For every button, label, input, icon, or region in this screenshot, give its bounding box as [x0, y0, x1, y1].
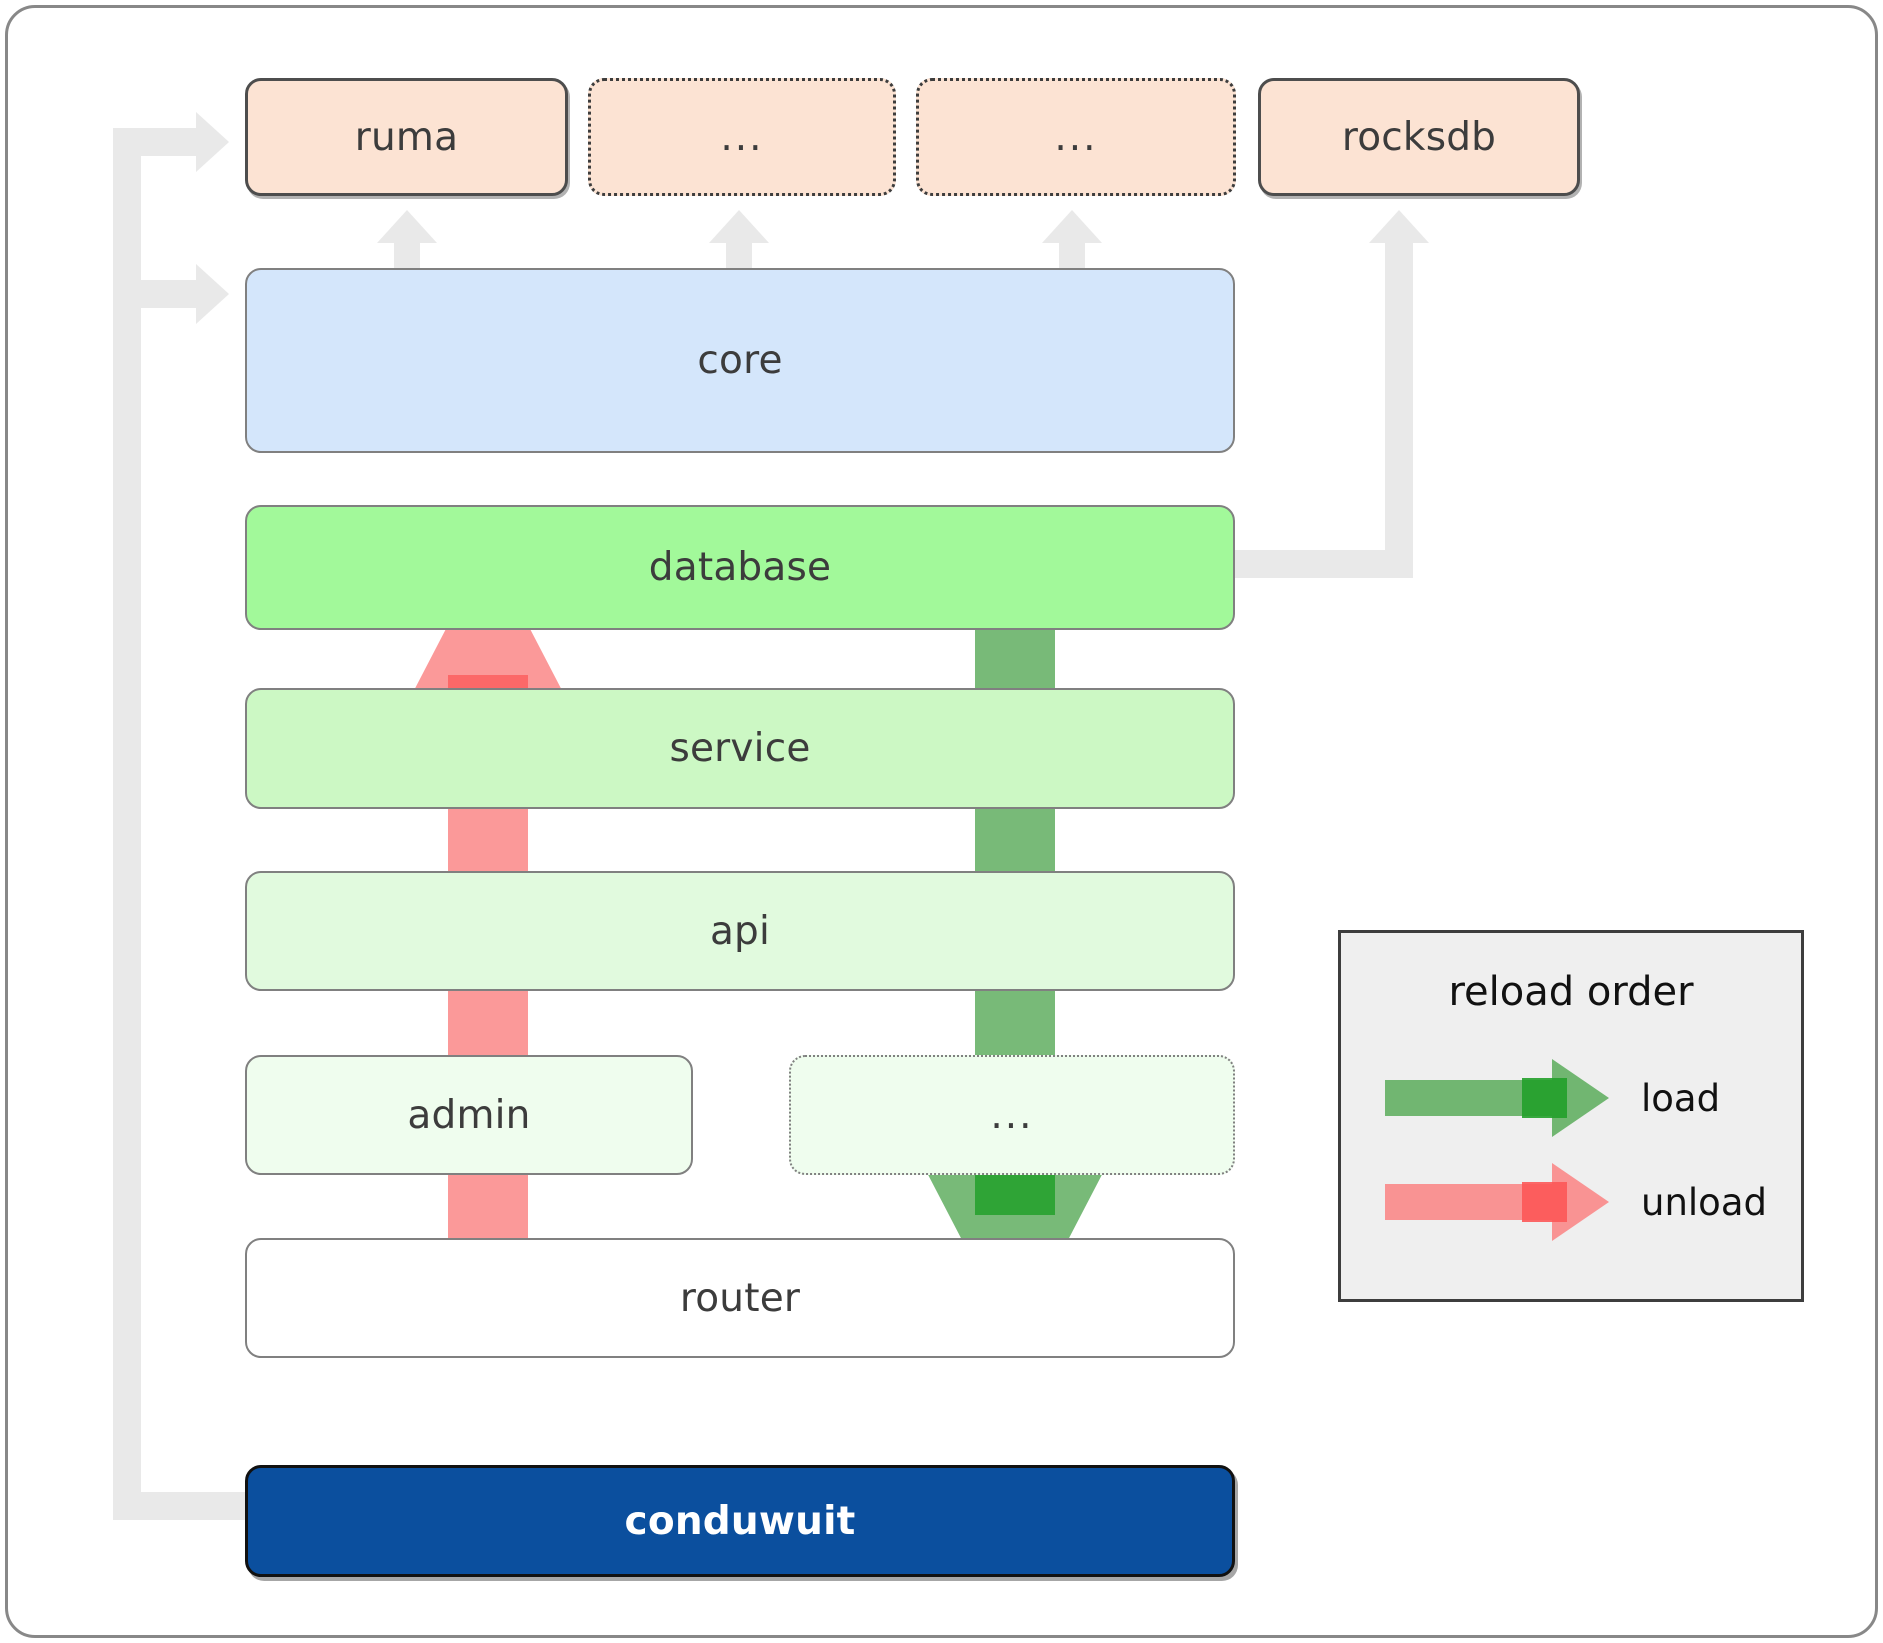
legend-title: reload order	[1448, 969, 1694, 1015]
legend-label-unload: unload	[1641, 1180, 1767, 1224]
connector-to-ruma-stem	[113, 128, 199, 156]
layer-box-admin[interactable]: admin	[245, 1055, 693, 1175]
layer-label-router: router	[679, 1275, 801, 1321]
dependency-label-rocksdb: rocksdb	[1341, 114, 1497, 160]
layer-label-ellipsis: ...	[990, 1092, 1034, 1138]
layer-label-service: service	[669, 726, 811, 771]
connector-to-ruma-arrowhead	[196, 112, 229, 172]
dependency-box-ellipsis-2[interactable]: ...	[916, 78, 1236, 196]
dependency-label-ellipsis-2: ...	[1054, 114, 1098, 160]
legend-row-unload: unload	[1341, 1157, 1801, 1247]
layer-box-core[interactable]: core	[245, 268, 1235, 453]
connector-to-core-stem	[113, 280, 199, 308]
layer-box-service[interactable]: service	[245, 688, 1235, 809]
layer-label-api: api	[709, 908, 771, 954]
legend-row-load: load	[1341, 1053, 1801, 1143]
root-box-conduwuit[interactable]: conduwuit	[245, 1465, 1235, 1577]
legend-label-load: load	[1641, 1076, 1721, 1120]
connector-left-spine	[113, 128, 141, 1520]
connector-core-to-ruma-arrowhead	[377, 210, 437, 243]
connector-to-core-arrowhead	[196, 264, 229, 324]
connector-database-to-rocksdb-horizontal	[1235, 550, 1413, 578]
connector-from-conduwuit	[113, 1492, 253, 1520]
legend-swatch-unload	[1377, 1157, 1617, 1247]
legend-swatch-load	[1377, 1053, 1617, 1143]
dependency-label-ruma: ruma	[354, 114, 459, 160]
connector-database-to-rocksdb-arrowhead	[1369, 210, 1429, 243]
layer-label-core: core	[697, 338, 783, 383]
dependency-box-ruma[interactable]: ruma	[245, 78, 568, 196]
layer-box-ellipsis[interactable]: ...	[789, 1055, 1235, 1175]
layer-label-database: database	[648, 545, 832, 590]
layer-box-router[interactable]: router	[245, 1238, 1235, 1358]
layer-box-database[interactable]: database	[245, 505, 1235, 630]
dependency-label-ellipsis-1: ...	[720, 114, 764, 160]
root-label-conduwuit: conduwuit	[624, 1498, 856, 1544]
connector-database-to-rocksdb-vertical	[1385, 240, 1413, 578]
dependency-box-rocksdb[interactable]: rocksdb	[1258, 78, 1580, 196]
legend-panel: reload order load unload	[1338, 930, 1804, 1302]
dependency-box-ellipsis-1[interactable]: ...	[588, 78, 896, 196]
layer-box-api[interactable]: api	[245, 871, 1235, 991]
layer-label-admin: admin	[407, 1092, 531, 1138]
connector-core-to-dep2-arrowhead	[709, 210, 769, 243]
connector-core-to-dep3-arrowhead	[1042, 210, 1102, 243]
